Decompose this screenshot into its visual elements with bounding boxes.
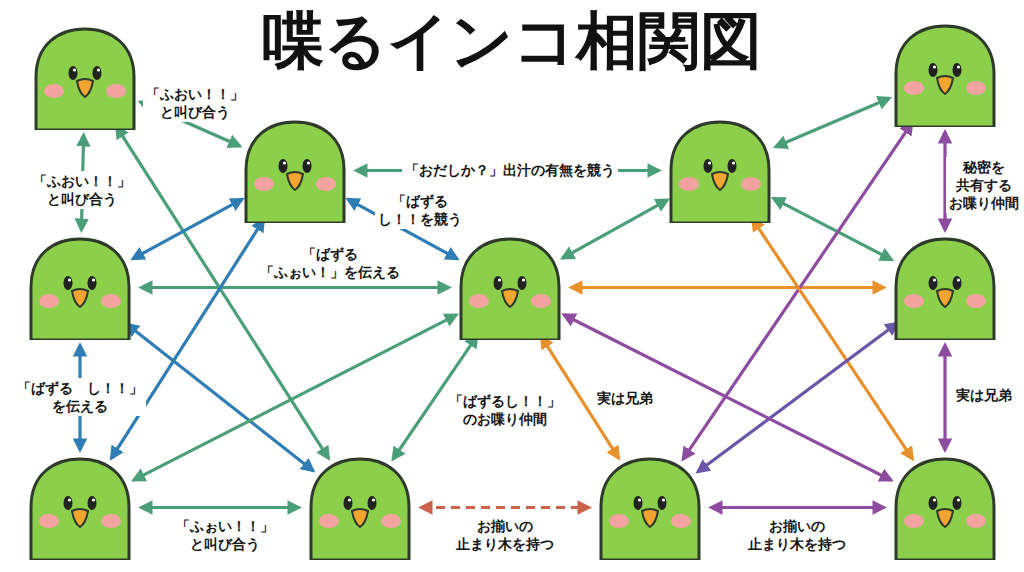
label-line: お揃いの <box>477 517 533 535</box>
parakeet-figure <box>890 455 1000 560</box>
edge-label: 「ばずる し！！」 を伝える <box>14 378 146 416</box>
label-line: 「ばずるし！！」 <box>449 392 561 410</box>
parakeet-node <box>890 455 1000 560</box>
edge-label: 「ふぉい！！」 と叫び合う <box>173 516 277 554</box>
parakeet-figure <box>305 455 415 560</box>
relation-arrow <box>421 506 589 509</box>
edge-label: 秘密を 共有する お喋り仲間 <box>946 157 1022 213</box>
edge-label: 実は兄弟 <box>953 385 1015 405</box>
label-line: 「ふぉい！！」 <box>176 517 274 535</box>
label-line: 「ふおい！！」 <box>146 85 244 103</box>
parakeet-node <box>595 455 705 560</box>
relation-arrow <box>141 506 299 509</box>
label-line: を伝える <box>52 397 108 415</box>
relation-arrow <box>127 324 313 470</box>
edge-label: 「ふおい！！」 と叫び合う <box>143 84 247 122</box>
parakeet-node <box>240 118 350 223</box>
label-line: 共有する <box>956 176 1012 194</box>
label-line: のお喋り仲間 <box>463 410 547 428</box>
label-line: 「ばずる <box>302 245 358 263</box>
parakeet-figure <box>25 235 135 340</box>
label-line: と叫び合う <box>160 103 230 121</box>
label-line: 「ばずる し！！」 <box>17 379 143 397</box>
parakeet-figure <box>30 25 140 130</box>
parakeet-node <box>890 22 1000 127</box>
diagram-title: 喋るインコ相関図 <box>0 10 1024 72</box>
edge-label: お揃いの 止まり木を持つ <box>745 516 849 554</box>
relation-arrow <box>134 315 457 480</box>
label-line: お揃いの <box>769 517 825 535</box>
label-line: 止まり木を持つ <box>456 535 554 553</box>
parakeet-figure <box>240 118 350 223</box>
parakeet-node <box>30 25 140 130</box>
relation-arrow <box>133 199 242 259</box>
label-line: 止まり木を持つ <box>748 535 846 553</box>
edge-label: 「ばずる し！！を競う <box>375 191 465 229</box>
relation-arrow <box>711 506 884 509</box>
label-line: と叫び合う <box>190 535 260 553</box>
parakeet-figure <box>890 235 1000 340</box>
label-line: 「ふぉい！」を伝える <box>260 263 400 281</box>
parakeet-node <box>890 235 1000 340</box>
label-line: と叫び合う <box>47 190 117 208</box>
relation-arrow <box>111 220 263 458</box>
relation-arrow <box>563 200 668 258</box>
parakeet-node <box>305 455 415 560</box>
parakeet-node <box>455 235 565 340</box>
edge-label: 「ふおい！！」 と叫び合う <box>30 171 134 209</box>
label-line: 実は兄弟 <box>956 386 1012 404</box>
label-line: お喋り仲間 <box>949 194 1019 212</box>
edge-label: 「ばずるし！！」 のお喋り仲間 <box>446 391 564 429</box>
parakeet-figure <box>890 22 1000 127</box>
label-line: 「ばずる <box>392 192 448 210</box>
label-line: 実は兄弟 <box>597 389 653 407</box>
parakeet-figure <box>455 235 565 340</box>
relation-arrow <box>776 98 890 147</box>
label-line: 秘密を <box>963 158 1005 176</box>
edge-label: 「おだしか？」出汁の有無を競う <box>402 160 618 180</box>
relation-arrow <box>943 345 946 450</box>
label-line: 「ふおい！！」 <box>33 172 131 190</box>
parakeet-figure <box>595 455 705 560</box>
label-line: し！！を競う <box>378 210 462 228</box>
relation-arrow <box>773 198 891 259</box>
relation-arrow <box>571 286 884 289</box>
relation-arrow <box>564 315 891 481</box>
parakeet-figure <box>25 455 135 560</box>
edge-label: 実は兄弟 <box>594 388 656 408</box>
parakeet-node <box>665 118 775 223</box>
parakeet-figure <box>665 118 775 223</box>
edge-label: 「ばずる 「ふぉい！」を伝える <box>257 244 403 282</box>
label-line: 「おだしか？」出汁の有無を競う <box>405 161 615 179</box>
parakeet-node <box>25 235 135 340</box>
parakeet-node <box>25 455 135 560</box>
edge-label: お揃いの 止まり木を持つ <box>453 516 557 554</box>
relation-arrow <box>141 286 449 289</box>
